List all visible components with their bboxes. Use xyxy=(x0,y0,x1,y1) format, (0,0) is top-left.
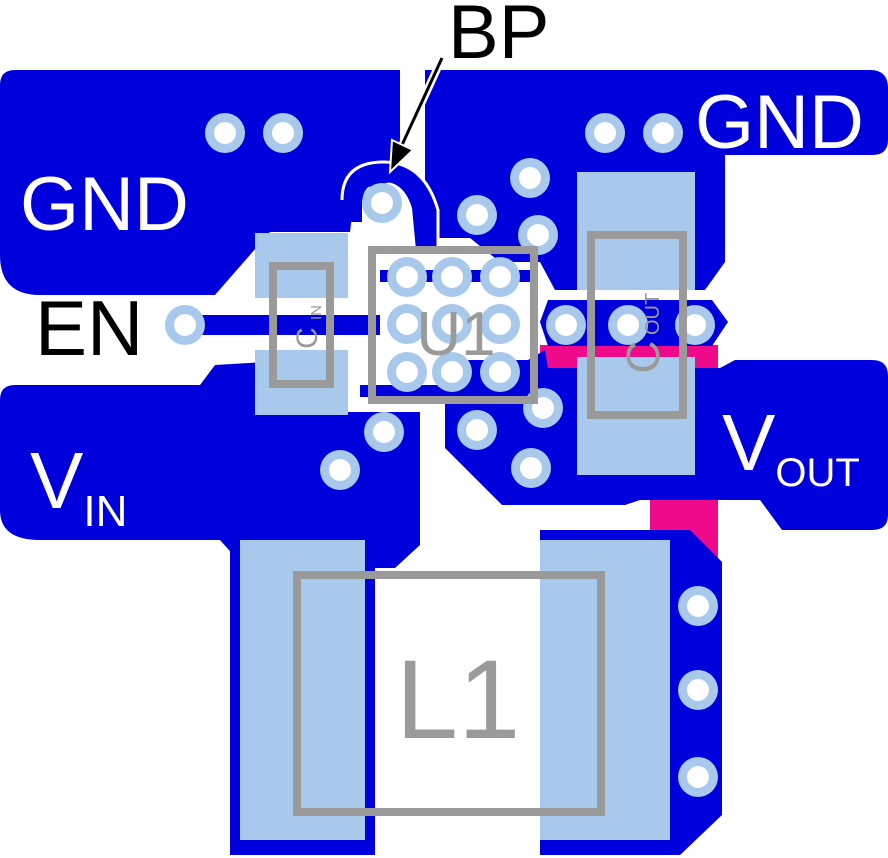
vias xyxy=(165,113,718,797)
u1-outline xyxy=(368,246,538,404)
via-gnd-hole xyxy=(214,122,236,144)
via-vout-hole xyxy=(684,314,706,336)
bp-label: BP xyxy=(448,0,549,75)
via-sw-hole xyxy=(687,679,709,701)
via-vout-hole xyxy=(466,419,488,441)
cout-designator-sub: OUT xyxy=(642,293,664,335)
l1-pad-left xyxy=(240,540,365,840)
via-bp-hole xyxy=(371,192,393,214)
u1-designator: U1 xyxy=(416,300,495,369)
cin-outline xyxy=(269,262,334,388)
via-u1-hole xyxy=(441,266,463,288)
via-vout-hole xyxy=(520,457,542,479)
gnd-left-label: GND xyxy=(20,162,189,247)
via-gnd-hole xyxy=(652,122,674,144)
cin-designator: C IN xyxy=(291,305,325,349)
via-en-hole xyxy=(174,314,196,336)
via-gnd-hole xyxy=(519,167,541,189)
via-gnd-hole xyxy=(594,122,616,144)
en-trace xyxy=(185,315,380,335)
bp-trace xyxy=(342,162,438,250)
via-gnd-hole xyxy=(272,122,294,144)
gnd-right-label: GND xyxy=(695,80,864,165)
via-u1-hole xyxy=(396,313,418,335)
via-u1-hole xyxy=(441,361,463,383)
bp-arrow-shaft-core xyxy=(400,57,444,146)
vin-label-main: V xyxy=(30,436,84,525)
vout-label-sub: OUT xyxy=(775,451,859,495)
cin-designator-main: C xyxy=(291,327,324,349)
via-u1-hole xyxy=(489,313,511,335)
vin-label-sub: IN xyxy=(83,487,127,536)
via-u1-hole xyxy=(441,313,463,335)
via-vin-hole xyxy=(373,421,395,443)
via-gnd-hole xyxy=(527,224,549,246)
cout-outline xyxy=(587,231,687,419)
cout-designator: C OUT xyxy=(617,293,669,374)
vout-label: VOUT xyxy=(722,398,860,495)
vout-label-main: V xyxy=(722,398,776,487)
vin-label: VIN xyxy=(30,436,127,536)
via-gnd-hole xyxy=(466,204,488,226)
via-sw-hole xyxy=(687,595,709,617)
cout-designator-main: C xyxy=(617,340,669,373)
via-vout-hole xyxy=(555,314,577,336)
via-u1-hole xyxy=(396,361,418,383)
via-u1-hole xyxy=(489,361,511,383)
en-label: EN xyxy=(35,284,143,372)
via-vin-hole xyxy=(329,459,351,481)
l1-designator: L1 xyxy=(396,637,521,762)
bp-arrowhead xyxy=(388,138,415,175)
via-u1-hole xyxy=(489,266,511,288)
bp-arrow xyxy=(388,56,446,175)
via-vout-hole xyxy=(617,314,639,336)
via-u1-hole xyxy=(396,266,418,288)
l1-outline xyxy=(293,571,605,816)
via-sw-hole xyxy=(687,766,709,788)
bp-trace-outline xyxy=(340,160,440,250)
silkscreen xyxy=(269,231,687,816)
cin-designator-sub: IN xyxy=(308,305,325,320)
